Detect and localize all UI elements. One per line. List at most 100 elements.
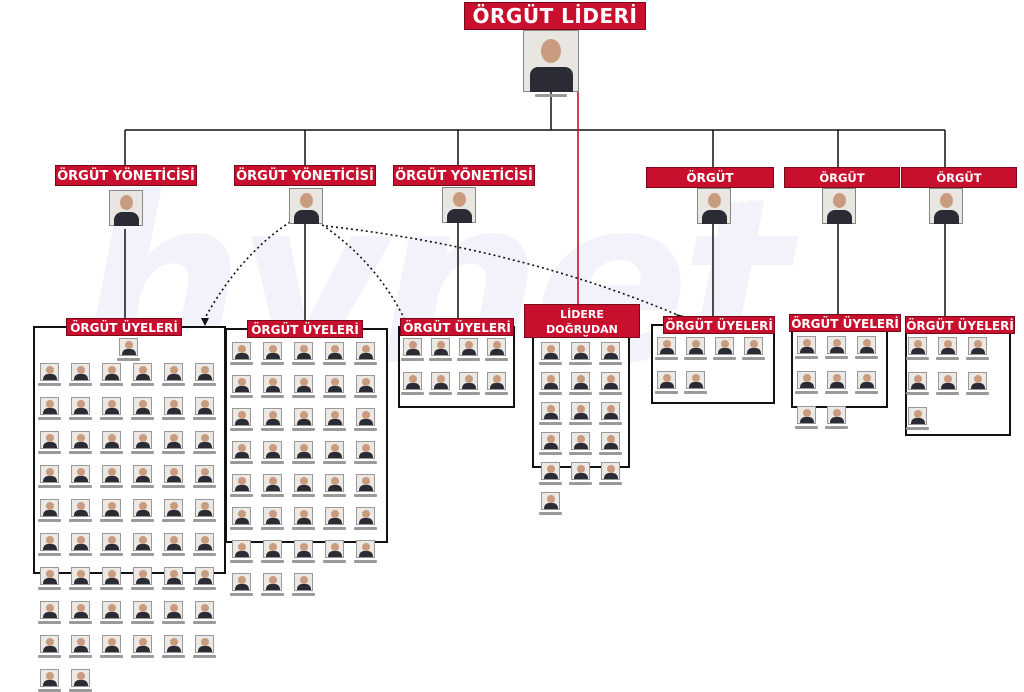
member-photo	[71, 431, 90, 449]
member-caption	[193, 655, 216, 658]
member-photo	[263, 573, 282, 591]
member-photo	[133, 601, 152, 619]
arrow-head-1	[201, 318, 209, 326]
member-photo	[133, 567, 152, 585]
member-photo	[325, 375, 344, 393]
member-caption	[323, 395, 346, 398]
member-group-title-1: ÖRGÜT ÜYELERİ	[66, 318, 182, 336]
member-caption	[230, 395, 253, 398]
member-caption	[69, 655, 92, 658]
member-caption	[569, 392, 592, 395]
member-caption	[230, 362, 253, 365]
member-photo	[686, 337, 705, 355]
member-caption	[906, 392, 929, 395]
member-caption	[354, 362, 377, 365]
member-photo	[325, 540, 344, 558]
member-photo	[431, 372, 450, 390]
member-caption	[230, 428, 253, 431]
member-photo	[356, 507, 375, 525]
member-photo	[657, 337, 676, 355]
member-photo	[133, 465, 152, 483]
member-photo	[657, 371, 676, 389]
member-caption	[230, 560, 253, 563]
member-caption	[69, 587, 92, 590]
member-caption	[38, 553, 61, 556]
member-caption	[162, 621, 185, 624]
member-photo	[195, 363, 214, 381]
member-caption	[323, 362, 346, 365]
member-caption	[117, 358, 140, 361]
direct-members-title-line1: LİDERE DOĞRUDAN	[546, 308, 618, 336]
member-caption	[69, 383, 92, 386]
member-photo	[356, 474, 375, 492]
member-group-title-4: ÖRGÜT ÜYELERİ	[663, 316, 775, 334]
member-photo	[827, 406, 846, 424]
manager-photo-4	[697, 188, 731, 224]
member-photo	[133, 635, 152, 653]
member-caption	[485, 358, 508, 361]
member-caption	[261, 395, 284, 398]
member-caption	[539, 362, 562, 365]
member-photo	[195, 397, 214, 415]
member-caption	[936, 392, 959, 395]
member-caption	[261, 494, 284, 497]
member-caption	[69, 451, 92, 454]
member-caption	[230, 527, 253, 530]
member-caption	[569, 422, 592, 425]
member-group-title-2: ÖRGÜT ÜYELERİ	[247, 320, 363, 338]
member-caption	[599, 422, 622, 425]
member-photo	[968, 337, 987, 355]
member-photo	[164, 567, 183, 585]
member-photo	[133, 499, 152, 517]
member-photo	[102, 465, 121, 483]
member-photo	[325, 474, 344, 492]
member-photo	[164, 635, 183, 653]
member-photo	[71, 567, 90, 585]
member-photo	[71, 397, 90, 415]
member-photo	[71, 601, 90, 619]
member-caption	[795, 391, 818, 394]
member-photo	[487, 338, 506, 356]
member-caption	[684, 357, 707, 360]
member-caption	[655, 357, 678, 360]
member-caption	[825, 391, 848, 394]
member-photo	[908, 337, 927, 355]
member-caption	[162, 553, 185, 556]
direct-members-title: LİDERE DOĞRUDAN BAĞLI ÜYELER	[524, 304, 640, 367]
manager-title-2: ÖRGÜT YÖNETİCİSİ	[234, 165, 376, 186]
member-caption	[429, 392, 452, 395]
member-photo	[827, 371, 846, 389]
member-photo	[195, 465, 214, 483]
member-photo	[40, 431, 59, 449]
member-photo	[263, 540, 282, 558]
member-caption	[100, 655, 123, 658]
member-caption	[162, 655, 185, 658]
member-caption	[401, 358, 424, 361]
member-caption	[162, 587, 185, 590]
member-caption	[966, 392, 989, 395]
member-photo	[102, 499, 121, 517]
member-photo	[232, 474, 251, 492]
member-caption	[713, 357, 736, 360]
member-photo	[541, 432, 560, 450]
member-caption	[354, 527, 377, 530]
member-photo	[232, 573, 251, 591]
member-caption	[599, 362, 622, 365]
member-caption	[193, 485, 216, 488]
member-caption	[193, 553, 216, 556]
member-photo	[232, 540, 251, 558]
member-photo	[325, 441, 344, 459]
member-caption	[292, 362, 315, 365]
member-photo	[195, 499, 214, 517]
member-caption	[539, 452, 562, 455]
org-chart: hynet ÖRGÜT LİDERİ ÖRGÜT YÖNETİC	[33, 2, 1017, 692]
member-caption	[69, 519, 92, 522]
member-photo	[71, 363, 90, 381]
member-caption	[539, 482, 562, 485]
member-photo	[686, 371, 705, 389]
member-caption	[569, 452, 592, 455]
member-caption	[230, 461, 253, 464]
member-photo	[356, 441, 375, 459]
member-photo	[294, 474, 313, 492]
member-photo	[356, 375, 375, 393]
